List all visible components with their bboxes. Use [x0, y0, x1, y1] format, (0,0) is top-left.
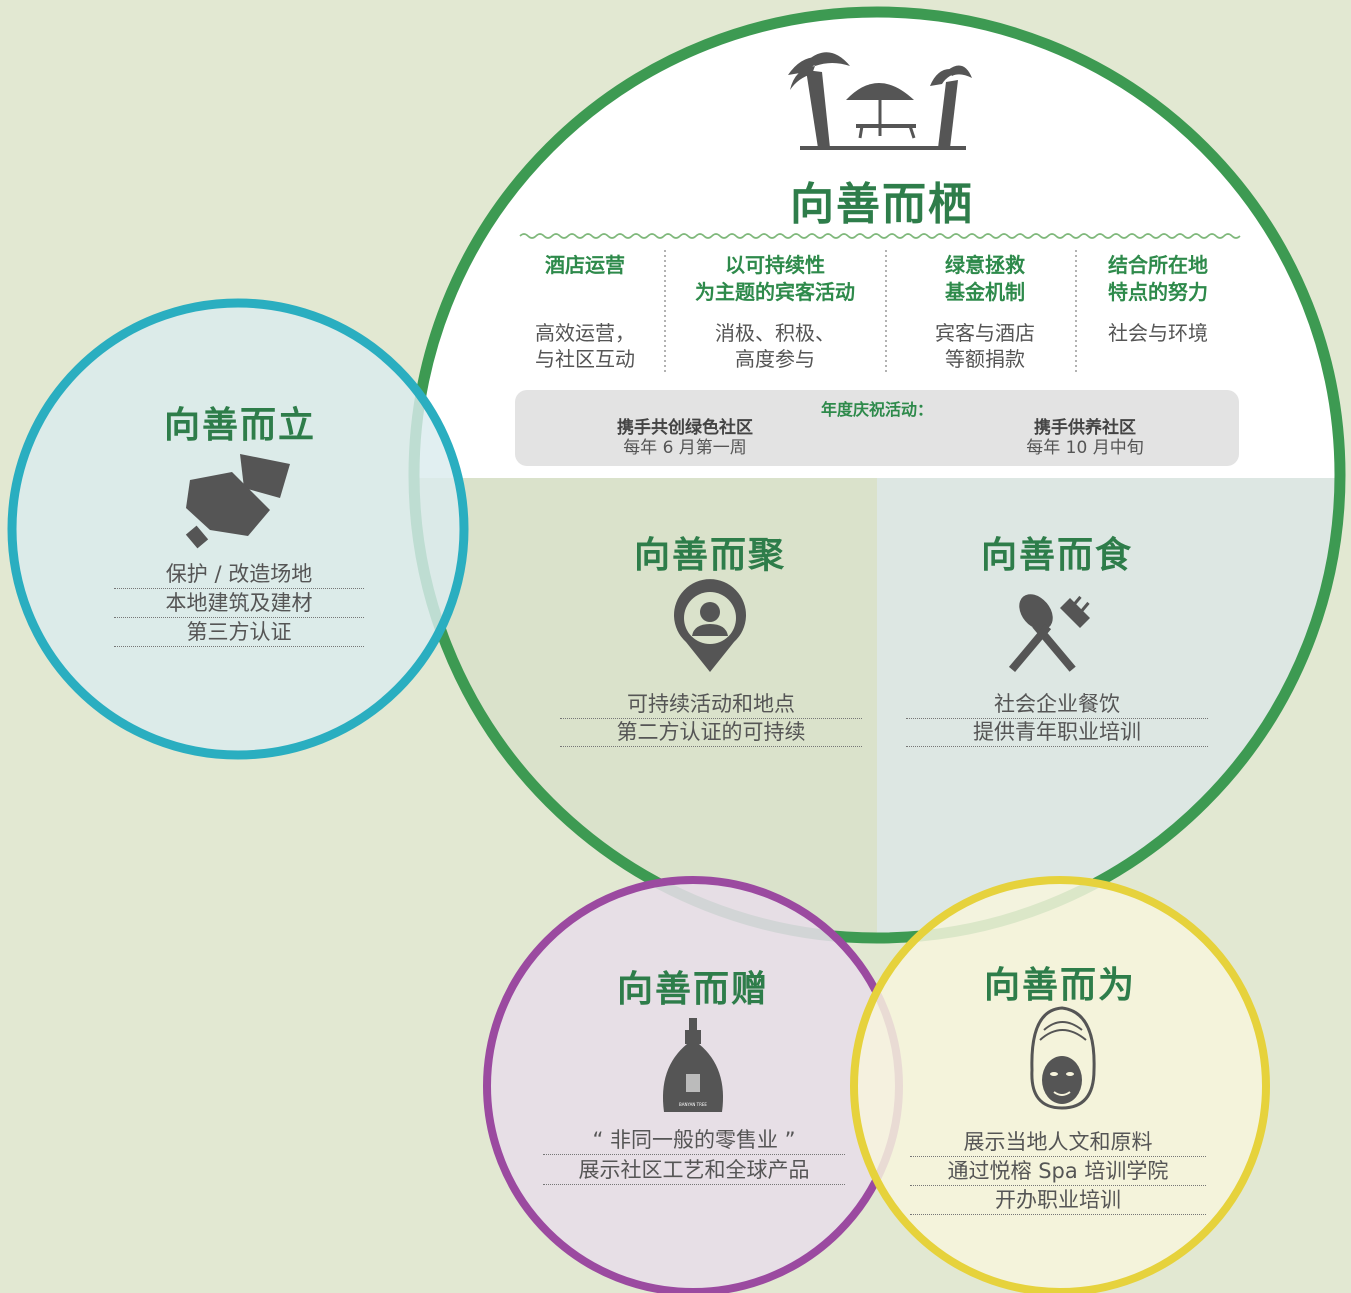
hammer-icon: [185, 454, 290, 549]
column-1-body: 高效运营，与社区互动: [535, 321, 635, 371]
gather-line-1: 可持续活动和地点: [560, 690, 862, 719]
column-2-body: 消极、积极、高度参与: [715, 321, 835, 371]
eat-line-1: 社会企业餐饮: [906, 690, 1208, 719]
eat-title: 向善而食: [980, 534, 1133, 576]
bottle-label: BANYAN TREE: [679, 1102, 707, 1107]
annual-event-october: 携手供养社区 每年 10 月中旬: [1026, 418, 1144, 458]
column-1-head: 酒店运营: [545, 253, 625, 277]
stand-line-1: 保护 / 改造场地: [114, 560, 364, 589]
spa-face-icon: [1030, 1006, 1096, 1110]
column-2-head: 以可持续性为主题的宾客活动: [695, 253, 855, 304]
column-3-body: 宾客与酒店等额捐款: [935, 321, 1035, 371]
palm-beach-icon: [788, 52, 972, 150]
gift-line-1: “ 非同一般的零售业 ”: [543, 1126, 845, 1155]
column-3-head: 绿意拯救基金机制: [945, 253, 1025, 304]
annual-label: 年度庆祝活动：: [820, 400, 933, 419]
column-4-head: 结合所在地特点的努力: [1108, 253, 1208, 304]
stand-title: 向善而立: [163, 404, 316, 446]
gift-line-2: 展示社区工艺和全球产品: [543, 1156, 845, 1185]
column-4-body: 社会与环境: [1108, 321, 1208, 345]
act-line-3: 开办职业培训: [910, 1186, 1206, 1215]
act-line-2: 通过悦榕 Spa 培训学院: [910, 1157, 1206, 1186]
spoon-fork-icon: [1008, 594, 1090, 673]
act-title: 向善而为: [983, 964, 1136, 1006]
gather-title: 向善而聚: [633, 534, 786, 576]
stand-line-2: 本地建筑及建材: [114, 589, 364, 618]
bottle-icon: [662, 1018, 724, 1112]
stand-line-3: 第三方认证: [114, 618, 364, 647]
wavy-divider: [519, 233, 1241, 239]
eat-line-2: 提供青年职业培训: [906, 718, 1208, 747]
main-circle: [408, 6, 1346, 944]
annual-event-june: 携手共创绿色社区 每年 6 月第一周: [617, 418, 753, 458]
act-line-1: 展示当地人文和原料: [910, 1128, 1206, 1157]
gather-line-2: 第二方认证的可持续: [560, 718, 862, 747]
location-person-icon: [674, 579, 746, 672]
main-title: 向善而栖: [790, 179, 974, 230]
annual-events-bar: 年度庆祝活动： 携手共创绿色社区 每年 6 月第一周 携手供养社区 每年 10 …: [515, 390, 1239, 466]
gift-title: 向善而赠: [616, 968, 769, 1010]
